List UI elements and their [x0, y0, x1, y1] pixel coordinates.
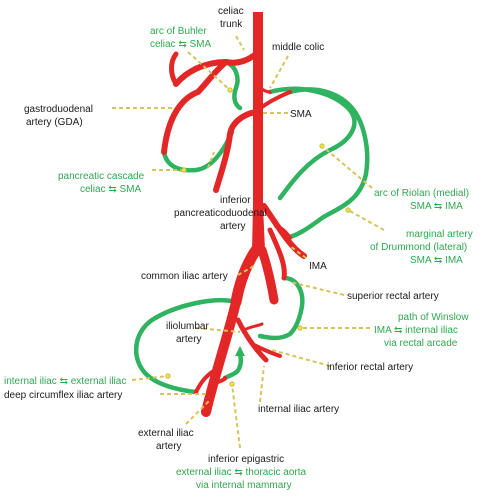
- ima-upper-branch: [274, 224, 292, 240]
- label-common-iliac: common iliac artery: [141, 271, 228, 282]
- leader-dots: [165, 87, 351, 387]
- label-ima: IMA: [309, 261, 327, 272]
- label-ipda-1: inferior: [220, 195, 251, 206]
- superior-rectal-artery: [267, 227, 287, 281]
- label-winslow-3: via rectal arcade: [384, 338, 458, 349]
- epigastric-arrowhead: [235, 346, 245, 356]
- leader-external-iliac: [185, 399, 211, 425]
- label-drummond-3: SMA ⇆ IMA: [410, 255, 463, 266]
- dot-cascade: [181, 167, 187, 173]
- label-drummond-2: of Drummond (lateral): [370, 242, 467, 253]
- label-winslow-1: path of Winslow: [398, 312, 469, 323]
- deep-circumflex-iliac: [194, 370, 214, 394]
- leader-iliac-collateral: [131, 375, 169, 381]
- leader-superior-rectal: [289, 281, 345, 296]
- label-buhler-1: arc of Buhler: [150, 26, 207, 37]
- inferior-rectal-artery: [250, 342, 282, 358]
- label-riolan-2: SMA ⇆ IMA: [410, 201, 463, 212]
- right-external-iliac: [201, 297, 241, 417]
- label-middle-colic: middle colic: [272, 42, 324, 53]
- arteries: [161, 51, 307, 417]
- riolan-arc: [267, 86, 357, 201]
- celiac-curl: [169, 51, 179, 87]
- dot-epigastric: [229, 381, 235, 387]
- label-celiac-2: trunk: [220, 19, 243, 30]
- anatomy-labels: celiac trunk middle colic gastroduodenal…: [4, 6, 439, 465]
- leader-ipda: [207, 151, 215, 169]
- label-winslow-2: IMA ⇆ internal iliac: [374, 325, 458, 336]
- label-superior-rectal: superior rectal artery: [347, 291, 439, 302]
- leader-middle-colic: [269, 55, 289, 89]
- marginal-artery-drummond: [283, 87, 370, 241]
- right-common-iliac: [230, 244, 262, 308]
- label-internal-iliac: internal iliac artery: [258, 404, 339, 415]
- label-iliolumbar-1: iliolumbar: [166, 321, 209, 332]
- arc-of-buhler: [223, 59, 243, 111]
- inferior-epigastric-artery: [216, 376, 228, 384]
- iliac-collateral-loop: [133, 297, 239, 395]
- label-cascade-2: celiac ⇆ SMA: [80, 184, 142, 195]
- dot-drummond: [345, 207, 351, 213]
- superior-mesenteric-artery: [213, 109, 259, 193]
- dot-buhler: [227, 87, 233, 93]
- pancreatic-cascade-arc: [161, 129, 235, 173]
- label-gda-2: artery (GDA): [26, 117, 83, 128]
- label-deep-circumflex: deep circumflex iliac artery: [4, 390, 122, 401]
- label-epigastric-2: via internal mammary: [196, 480, 292, 491]
- winslow-path: [257, 275, 305, 341]
- celiac-to-gda: [195, 59, 229, 95]
- label-external-iliac-2: artery: [156, 441, 182, 452]
- internal-iliac-branch: [242, 322, 264, 332]
- dot-winslow: [297, 325, 303, 331]
- label-sma: SMA: [290, 109, 312, 120]
- dot-riolan: [319, 143, 325, 149]
- label-ipda-2: pancreaticoduodenal: [174, 208, 267, 219]
- collaterals: [133, 59, 370, 395]
- leader-inferior-rectal: [271, 349, 331, 367]
- label-iliolumbar-2: artery: [176, 334, 202, 345]
- leader-iliolumbar: [195, 327, 241, 333]
- gastroduodenal-artery: [161, 89, 201, 155]
- label-drummond-1: marginal artery: [406, 229, 473, 240]
- left-common-iliac: [257, 245, 279, 305]
- leader-drummond: [347, 209, 385, 231]
- label-cascade-1: pancreatic cascade: [58, 171, 145, 182]
- label-epigastric-1: external iliac ⇆ thoracic aorta: [176, 467, 307, 478]
- leader-riolan: [321, 145, 373, 189]
- label-inferior-rectal: inferior rectal artery: [327, 362, 413, 373]
- leader-ima: [289, 245, 307, 259]
- label-buhler-2: celiac ⇆ SMA: [150, 39, 212, 50]
- leader-internal-iliac: [259, 365, 265, 403]
- leader-buhler: [187, 51, 231, 91]
- label-celiac-1: celiac: [218, 6, 244, 17]
- label-gda-1: gastroduodenal: [24, 104, 93, 115]
- label-inferior-epigastric: inferior epigastric: [208, 454, 284, 465]
- label-riolan-1: arc of Riolan (medial): [374, 188, 469, 199]
- dot-iliac-collateral: [165, 373, 171, 379]
- aorta: [252, 12, 265, 250]
- leader-epigastric: [231, 383, 241, 449]
- leader-common-iliac: [237, 265, 255, 276]
- leader-celiac: [235, 35, 245, 51]
- label-ipda-3: artery: [220, 221, 246, 232]
- label-external-iliac-1: external iliac: [138, 428, 194, 439]
- leader-lines: [112, 35, 385, 449]
- label-iliac-collateral: internal iliac ⇆ external iliac: [4, 376, 126, 387]
- collateral-labels: arc of Buhler celiac ⇆ SMA pancreatic ca…: [4, 26, 473, 491]
